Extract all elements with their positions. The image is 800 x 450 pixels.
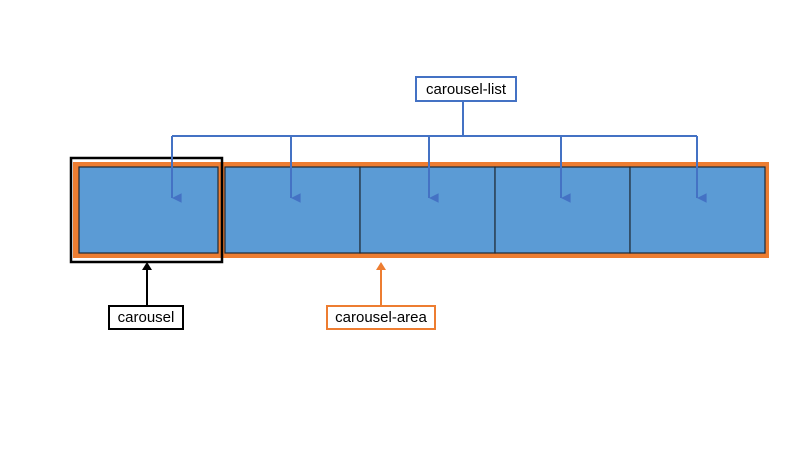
carousel-list-connectors <box>171 102 707 203</box>
carousel-item-3 <box>359 166 496 254</box>
carousel-items <box>78 166 766 254</box>
carousel-area-arrow <box>376 262 386 305</box>
carousel-item-1 <box>78 166 219 254</box>
carousel-arrow <box>142 262 152 305</box>
carousel-frame <box>69 156 224 264</box>
carousel-arrow-head <box>142 262 152 270</box>
carousel-item-4 <box>494 166 631 254</box>
carousel-item-2 <box>224 166 361 254</box>
carousel-label-text: carousel <box>117 309 175 326</box>
carousel-area-arrow-head <box>376 262 386 270</box>
carousel-area-label-text: carousel-area <box>335 309 427 326</box>
carousel-list-label-text: carousel-list <box>425 80 507 98</box>
carousel-label: carousel <box>108 305 184 330</box>
carousel-area-label: carousel-area <box>326 305 436 330</box>
carousel-list-label: carousel-list <box>415 76 517 102</box>
